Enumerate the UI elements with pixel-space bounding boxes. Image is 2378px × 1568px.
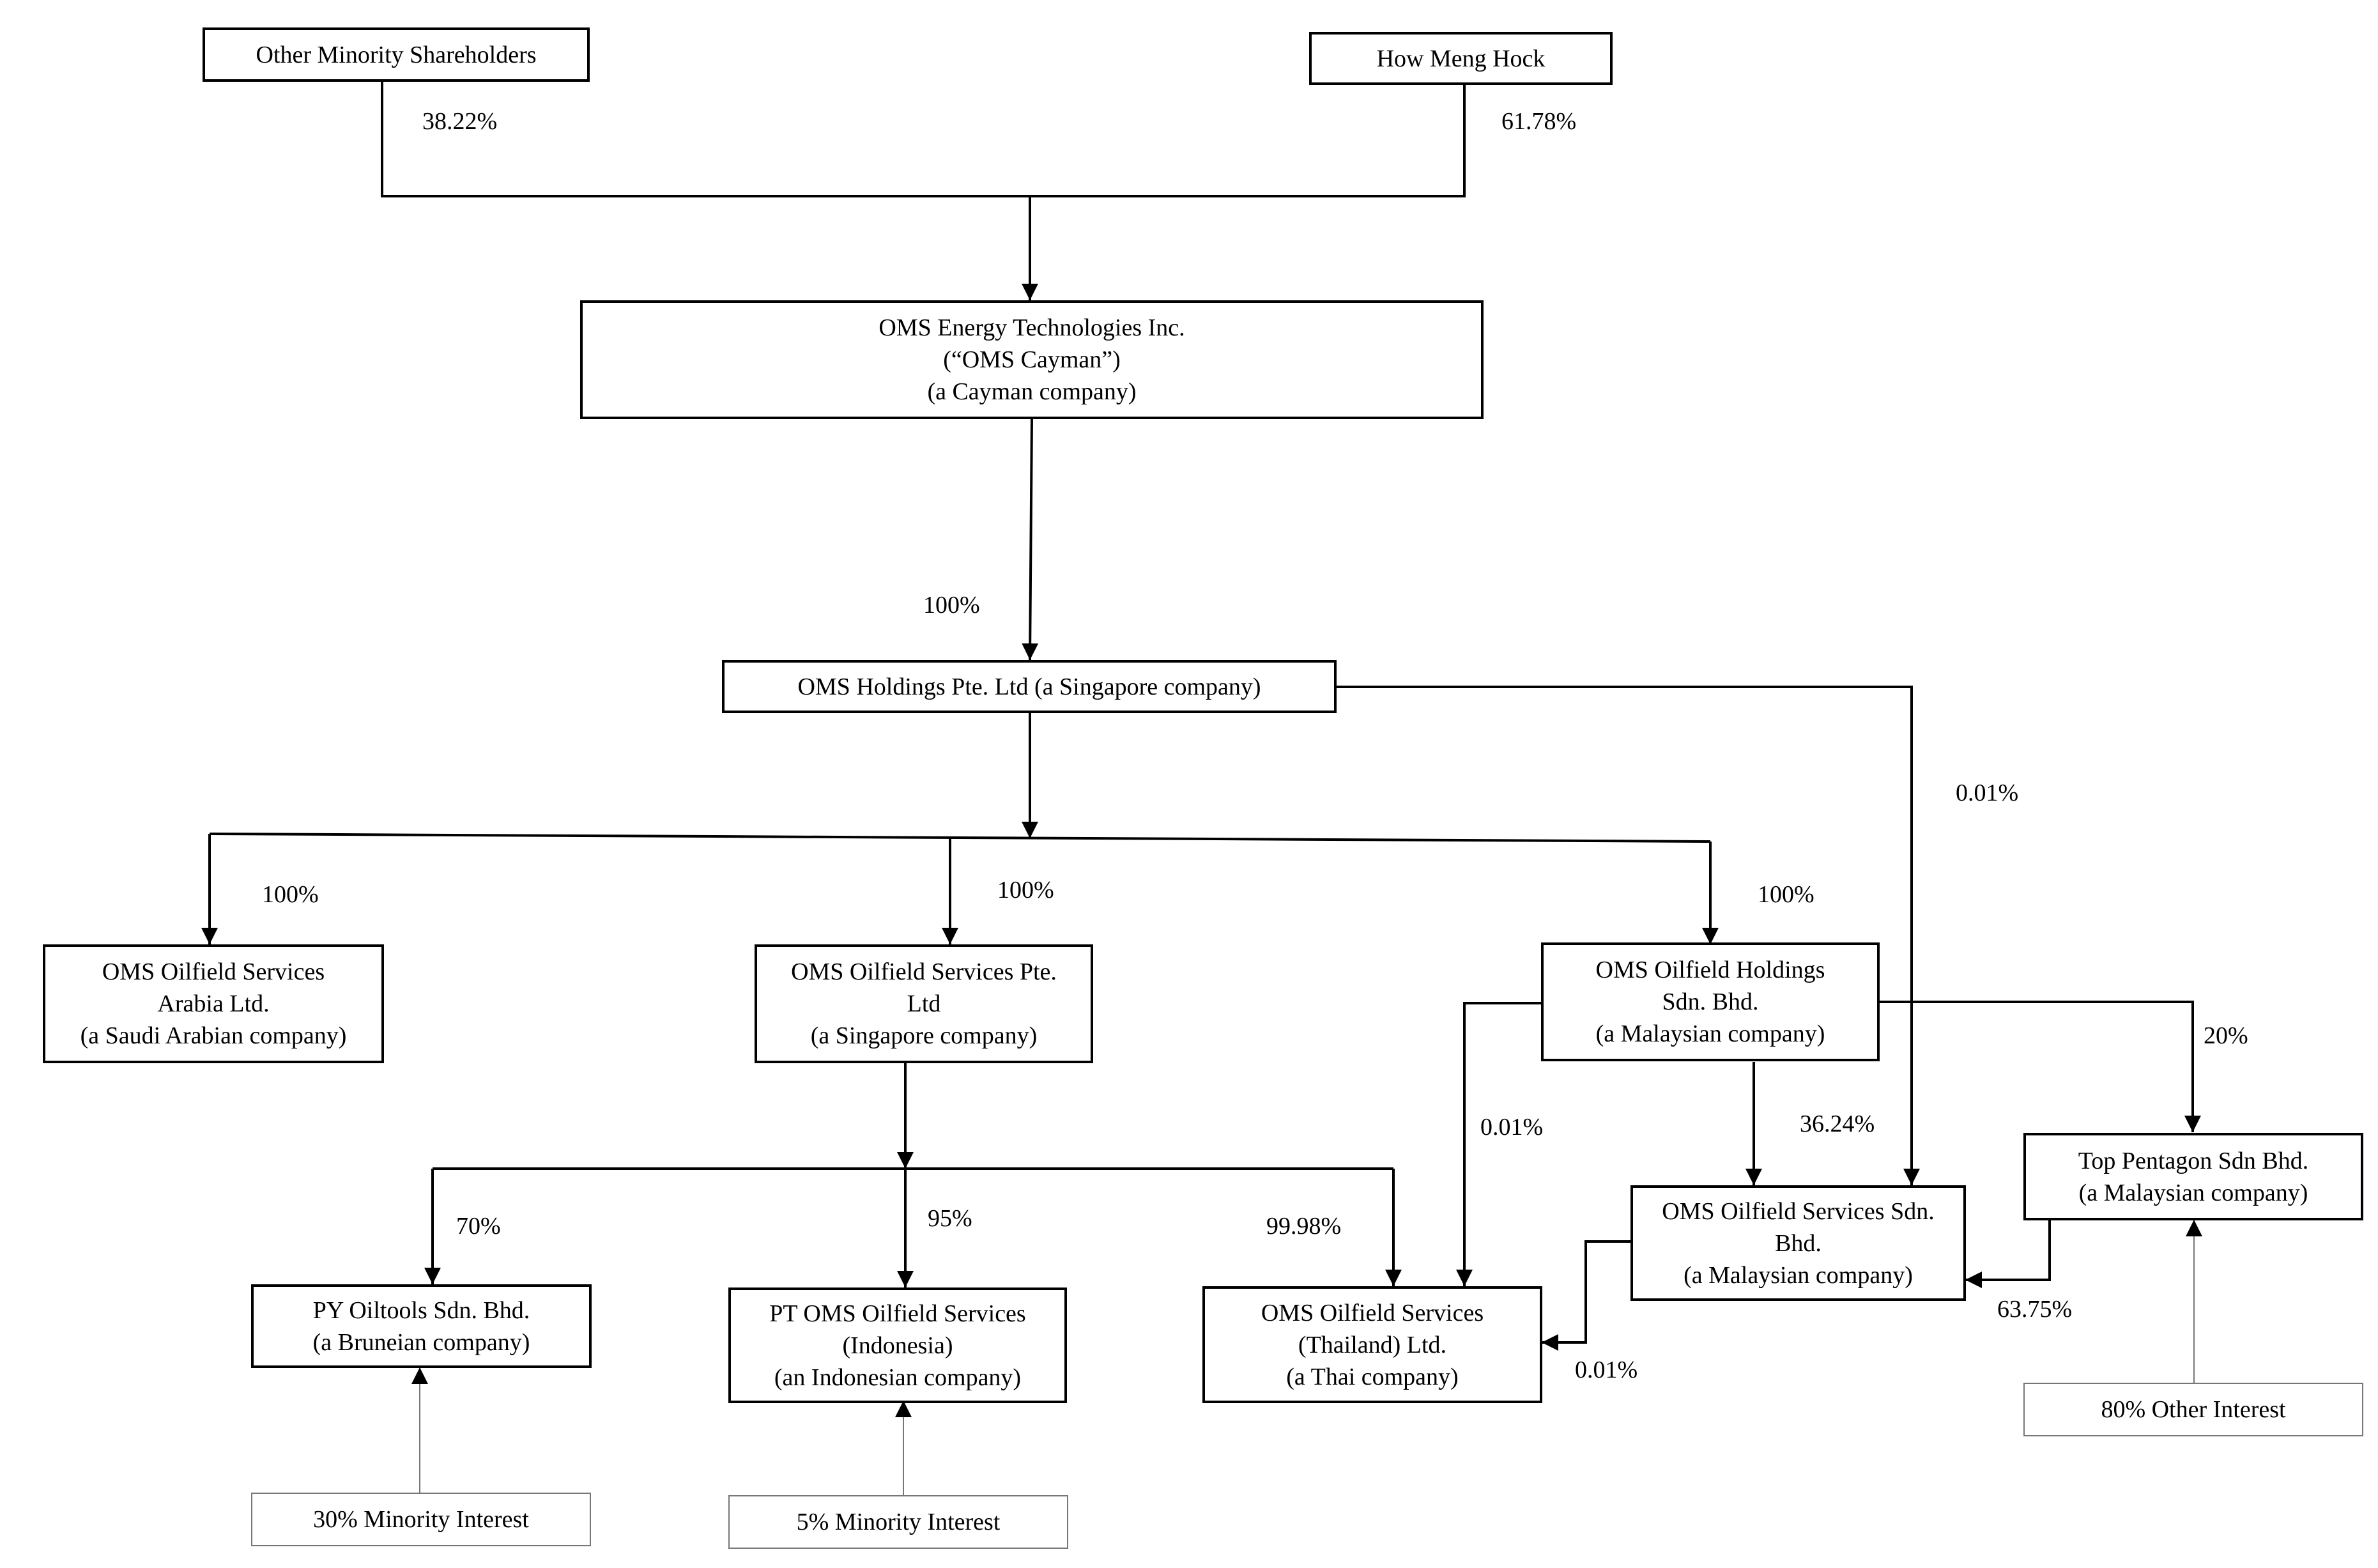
entity-minority-5: 5% Minority Interest [728,1495,1068,1549]
entity-label-line: (a Malaysian company) [2078,1179,2308,1206]
entity-label-line: OMS Oilfield Services Pte. [791,958,1057,985]
entity-label-line: PT OMS Oilfield Services [769,1300,1026,1327]
entity-label-line: How Meng Hock [1376,45,1546,72]
pct-top-pentagon-to-services-my: 63.75% [1997,1296,2073,1323]
entity-oms-holdings-singapore: OMS Holdings Pte. Ltd (a Singapore compa… [722,660,1337,713]
entity-label-line: Other Minority Shareholders [256,41,537,68]
entity-label-line: Ltd [907,990,941,1017]
entity-oms-services-singapore: OMS Oilfield Services Pte. Ltd (a Singap… [755,944,1093,1063]
pct-cayman-to-holdings: 100% [923,592,980,619]
entity-oms-thailand: OMS Oilfield Services (Thailand) Ltd. (a… [1202,1286,1542,1403]
entity-oms-services-malaysia: OMS Oilfield Services Sdn. Bhd. (a Malay… [1630,1185,1966,1301]
pct-holdings-to-services-sg: 100% [997,877,1054,903]
entity-oms-arabia: OMS Oilfield Services Arabia Ltd. (a Sau… [43,944,384,1063]
entity-minority-30: 30% Minority Interest [251,1493,591,1546]
entity-label-line: (a Saudi Arabian company) [80,1022,347,1049]
entity-label-line: (a Cayman company) [927,378,1137,405]
entity-top-pentagon: Top Pentagon Sdn Bhd. (a Malaysian compa… [2023,1133,2363,1220]
entity-pt-oms-indonesia: PT OMS Oilfield Services (Indonesia) (an… [728,1287,1067,1403]
edge-how-meng-hock-to-cayman [1032,84,1466,197]
pct-services-sg-to-pt: 95% [928,1205,972,1232]
edge-oilfield-holdings-to-top-pentagon [1879,1001,2201,1132]
bus-line-subsidiaries [209,833,1711,843]
entity-label-line: (an Indonesian company) [774,1364,1022,1391]
edge-oilfield-holdings-to-thailand [1456,1002,1542,1286]
entity-label-line: OMS Oilfield Services [102,958,325,985]
pct-services-sg-to-py: 70% [456,1213,501,1240]
pct-services-sg-to-thailand: 99.98% [1266,1213,1342,1240]
pct-oilfield-holdings-to-top-pentagon: 20% [2204,1022,2248,1049]
entity-label-line: (a Thai company) [1286,1363,1459,1390]
entity-oms-oilfield-holdings-malaysia: OMS Oilfield Holdings Sdn. Bhd. (a Malay… [1541,942,1880,1061]
pct-oilfield-holdings-to-services-my: 36.24% [1800,1111,1875,1137]
pct-services-my-to-thailand: 0.01% [1575,1357,1638,1383]
entity-py-oiltools: PY Oiltools Sdn. Bhd. (a Bruneian compan… [251,1284,592,1368]
entity-label-line: 30% Minority Interest [313,1506,529,1533]
edge-holdings-to-services-my [1336,686,1920,1185]
entity-how-meng-hock: How Meng Hock [1309,32,1613,85]
pct-holdings-to-arabia: 100% [262,881,319,908]
entity-label-line: Sdn. Bhd. [1662,988,1759,1015]
edge-services-my-to-thailand [1542,1240,1631,1351]
entity-label-line: (Indonesia) [842,1332,953,1359]
edge-top-pentagon-to-services-my [1965,1220,2051,1288]
entity-label-line: (Thailand) Ltd. [1298,1331,1447,1358]
entity-label-line: (a Malaysian company) [1684,1261,1913,1289]
edge-other-minority-to-cayman [381,81,1032,197]
entity-label-line: OMS Oilfield Services [1261,1299,1484,1326]
edge-cayman-to-holdings [1022,418,1039,661]
entity-other-minority-shareholders: Other Minority Shareholders [203,27,590,82]
entity-label-line: OMS Oilfield Services Sdn. [1662,1197,1935,1225]
entity-label-line: (“OMS Cayman”) [943,346,1121,373]
pct-how-meng-hock: 61.78% [1501,108,1577,135]
entity-label-line: Bhd. [1775,1229,1822,1257]
entity-label-line: 80% Other Interest [2101,1396,2286,1423]
entity-label-line: (a Singapore company) [810,1022,1038,1049]
entity-label-line: (a Malaysian company) [1595,1020,1825,1047]
entity-label-line: PY Oiltools Sdn. Bhd. [312,1296,530,1324]
entity-label-line: 5% Minority Interest [796,1509,1001,1535]
entity-label-line: OMS Energy Technologies Inc. [878,314,1185,341]
entity-label-line: Arabia Ltd. [157,990,270,1017]
pct-holdings-to-oilfield-holdings: 100% [1758,881,1814,908]
pct-other-minority: 38.22% [422,108,498,135]
entity-label-line: Top Pentagon Sdn Bhd. [2078,1147,2309,1174]
entity-other-interest-80: 80% Other Interest [2023,1383,2363,1436]
entity-oms-cayman: OMS Energy Technologies Inc. (“OMS Cayma… [580,300,1484,419]
pct-holdings-to-services-my: 0.01% [1956,780,2019,806]
entity-label-line: (a Bruneian company) [312,1328,530,1356]
pct-oilfield-holdings-to-thailand: 0.01% [1480,1114,1544,1141]
entity-label-line: OMS Holdings Pte. Ltd (a Singapore compa… [797,673,1261,700]
entity-label-line: OMS Oilfield Holdings [1595,957,1825,983]
